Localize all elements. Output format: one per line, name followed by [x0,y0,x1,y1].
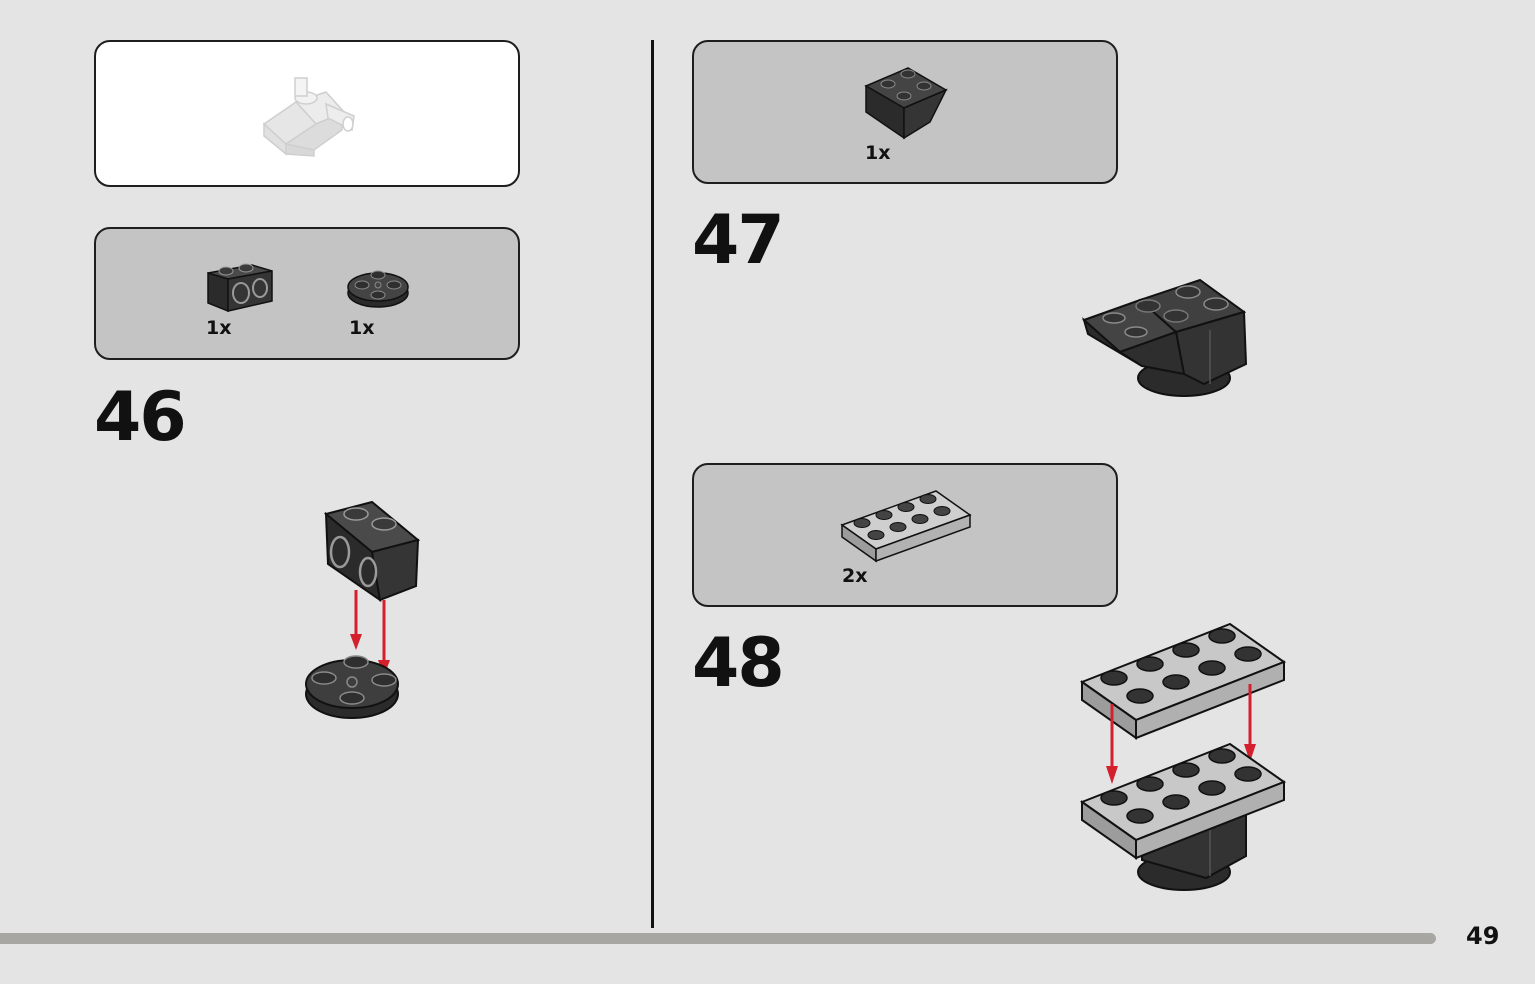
page-number: 49 [1466,922,1500,950]
step-46-parts-panel: 1x 1x [94,227,520,360]
step-46-assembly-illustration [305,500,421,719]
round-plate-2x2-icon [347,270,409,308]
inverted-slope-2x2-icon [864,67,948,140]
plate-2x4-grey-icon [840,490,972,563]
step-48-part-1-qty: 2x [842,565,868,587]
step-47-assembly-illustration [1082,278,1248,397]
technic-brick-1x2-icon [207,263,273,313]
column-divider [651,40,654,928]
step-47-parts-panel: 1x [692,40,1118,184]
ghosted-assembly-icon [262,77,355,157]
step-48-number: 48 [692,624,785,703]
footer-progress-bar [0,933,1436,944]
subassembly-preview-panel [94,40,520,187]
step-46-number: 46 [94,378,187,457]
step-48-parts-panel: 2x [692,463,1118,607]
step-46-part-2-qty: 1x [349,317,375,339]
step-46-part-1-qty: 1x [206,317,232,339]
step-47-part-1-qty: 1x [865,142,891,164]
step-47-number: 47 [692,201,785,280]
step-48-assembly-illustration [1079,622,1287,891]
